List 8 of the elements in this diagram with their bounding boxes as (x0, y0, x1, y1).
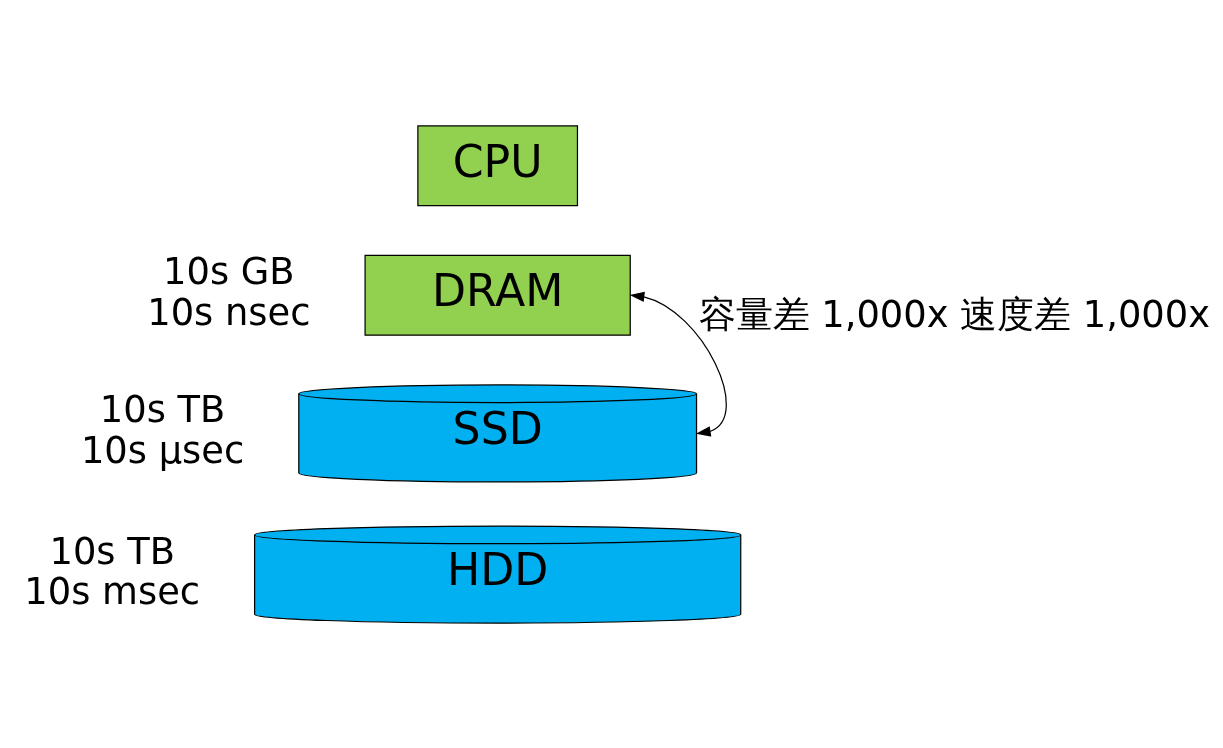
node-label: 10s GB (163, 249, 295, 293)
node-box: DRAM (364, 254, 631, 336)
node-label: 10s TB (99, 387, 226, 431)
node-label: 10s nsec (147, 290, 311, 334)
arrow (629, 291, 727, 437)
node-box: CPU (417, 124, 579, 206)
edge-label: 容量差 1,000x 速度差 1,000x (698, 292, 1211, 336)
node-label: 10s μsec (80, 428, 245, 472)
